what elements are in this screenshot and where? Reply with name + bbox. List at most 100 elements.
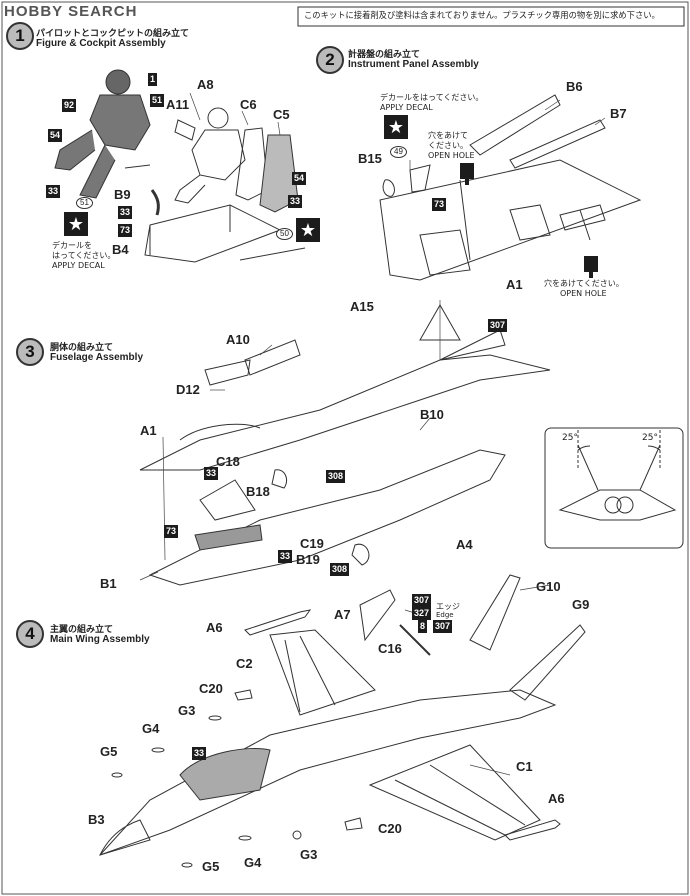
open-hole-en-2: OPEN HOLE — [560, 289, 607, 298]
main-fuselage — [99, 689, 557, 856]
color-code-308: 308 — [326, 470, 346, 483]
decal-star-icon-3: ★ — [384, 115, 408, 139]
part-label-c20-lower: C20 — [378, 821, 402, 836]
pilot-figure-2 — [174, 107, 246, 204]
part-label-a1-panel: A1 — [506, 277, 523, 292]
drill-hole-icon — [460, 163, 474, 185]
color-code-50-oval: 50 — [276, 228, 293, 240]
part-label-g9: G9 — [572, 597, 590, 612]
leader-lines — [139, 92, 606, 776]
angle-left: 25° — [562, 433, 578, 443]
step-2-title-jp: 計器盤の組み立て — [348, 50, 421, 60]
step-4-title-en: Main Wing Assembly — [50, 634, 150, 645]
part-label-g3-lower: G3 — [300, 847, 318, 862]
color-code-33-cockpit: 33 — [192, 747, 207, 760]
color-code-33-seat: 33 — [288, 195, 303, 208]
part-label-c6: C6 — [240, 97, 257, 112]
fuselage-lower — [148, 449, 506, 586]
apply-decal-en-2: APPLY DECAL — [380, 103, 433, 112]
color-code-73-fuselage: 73 — [164, 525, 179, 538]
apply-decal-jp-b: はってください。 — [52, 251, 116, 260]
part-label-b3: B3 — [88, 812, 105, 827]
step-1-number: 1 — [6, 22, 34, 50]
part-label-b10: B10 — [420, 407, 444, 422]
drill-hole-icon-2 — [584, 256, 598, 278]
open-hole-en: OPEN HOLE — [428, 151, 475, 160]
part-label-c2: C2 — [236, 656, 253, 671]
part-label-b18: B18 — [246, 484, 270, 499]
missiles — [244, 609, 561, 841]
canopy — [204, 339, 301, 386]
step-4-number: 4 — [16, 620, 44, 648]
watermark-text: HOBBY SEARCH — [4, 3, 138, 20]
part-label-a1: A1 — [140, 423, 157, 438]
step-1-title-jp: パイロットとコックピットの組み立て — [36, 29, 190, 39]
color-code-327: 327 — [412, 607, 432, 620]
part-label-c19: C19 — [300, 536, 324, 551]
color-code-51-oval: 51 — [76, 197, 93, 209]
part-label-b4: B4 — [112, 242, 129, 257]
part-label-g4: G4 — [142, 721, 160, 736]
part-label-a15: A15 — [350, 299, 374, 314]
part-label-g10: G10 — [536, 579, 561, 594]
color-code-307-a7: 307 — [412, 594, 432, 607]
notice-box — [297, 6, 685, 27]
apply-decal-en: APPLY DECAL — [52, 261, 105, 270]
step-3-number: 3 — [16, 338, 44, 366]
wing-right — [368, 744, 541, 841]
part-label-c5: C5 — [273, 107, 290, 122]
color-code-33-b9: 33 — [118, 206, 133, 219]
color-code-73-panel: 73 — [432, 198, 447, 211]
b9-part — [150, 189, 160, 216]
step-3-title-jp: 胴体の組み立て — [50, 343, 114, 353]
part-label-a7: A7 — [334, 607, 351, 622]
part-label-c18: C18 — [216, 454, 240, 469]
color-code-8: 8 — [418, 620, 428, 633]
fuselage-upper — [139, 303, 551, 471]
part-label-b15: B15 — [358, 151, 382, 166]
notice-text: このキットに接着剤及び塗料は含まれておりません。プラスチック専用の物を別に求め下… — [304, 10, 660, 20]
vertical-tails — [469, 574, 586, 701]
open-hole-jp-2: 穴をあけてください。 — [544, 279, 624, 288]
step-4-title-jp: 主翼の組み立て — [50, 625, 114, 635]
part-label-c20: C20 — [199, 681, 223, 696]
color-code-33-c19: 33 — [278, 550, 293, 563]
step-2-number: 2 — [316, 46, 344, 74]
color-code-33: 33 — [46, 185, 61, 198]
part-label-a4: A4 — [456, 537, 473, 552]
front-view-inset — [544, 427, 684, 549]
part-label-b6: B6 — [566, 79, 583, 94]
front-view-aircraft — [558, 430, 677, 521]
color-code-33-c18: 33 — [204, 467, 219, 480]
color-code-307: 307 — [488, 319, 508, 332]
part-label-g4-lower: G4 — [244, 855, 262, 870]
part-label-d12: D12 — [176, 382, 200, 397]
part-label-b7: B7 — [610, 106, 627, 121]
step-3-title-en: Fuselage Assembly — [50, 352, 144, 363]
part-label-b9: B9 — [114, 187, 131, 202]
part-label-a8: A8 — [197, 77, 214, 92]
step-2-title-en: Instrument Panel Assembly — [348, 59, 479, 70]
part-label-c1: C1 — [516, 759, 533, 774]
apply-decal-jp-a: デカールを — [52, 241, 92, 250]
instrument-panel-assembly — [379, 94, 642, 281]
part-label-g5: G5 — [100, 744, 118, 759]
color-code-308-b19: 308 — [330, 563, 350, 576]
color-code-54: 54 — [48, 129, 63, 142]
open-hole-jp-a: 穴をあけて — [428, 131, 468, 140]
part-label-a11: A11 — [166, 97, 190, 112]
wing-left — [269, 629, 376, 716]
open-hole-jp-b: ください。 — [428, 141, 468, 150]
color-code-54-seat: 54 — [292, 172, 307, 185]
decal-star-icon: ★ — [64, 212, 88, 236]
color-code-307-edge: 307 — [433, 620, 453, 633]
apply-decal-jp-2: デカールをはってください。 — [380, 93, 484, 102]
small-parts — [111, 589, 431, 868]
edge-en: Edge — [436, 611, 454, 619]
color-code-92: 92 — [62, 99, 77, 112]
pilot-figure — [54, 69, 151, 199]
part-label-a6: A6 — [206, 620, 223, 635]
